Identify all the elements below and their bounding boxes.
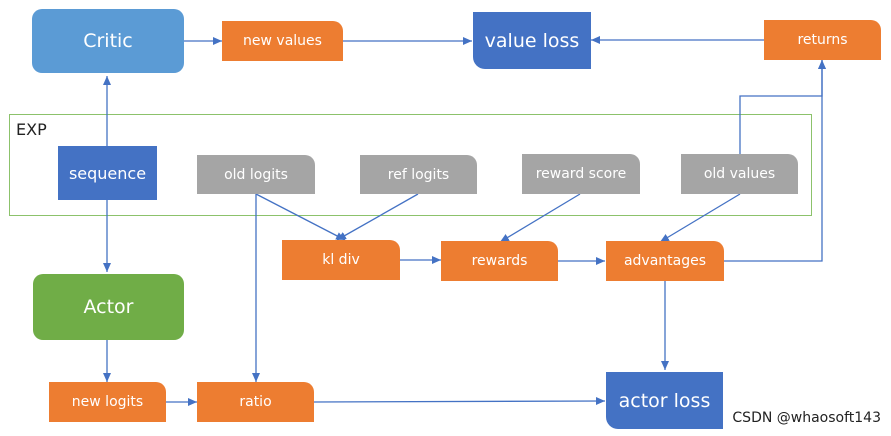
arrow-advantages-to-returns (724, 60, 826, 262)
kl-div-node: kl div (282, 240, 400, 280)
arrow-old-values-to-returns (739, 60, 826, 154)
new-values-node: new values (222, 21, 343, 61)
arrow-reward-score-to-rewards (499, 193, 581, 243)
ratio-node: ratio (197, 382, 314, 422)
reward-score-node: reward score (522, 154, 640, 194)
actor-loss-node: actor loss (606, 372, 723, 429)
arrow-old-values-to-advantages (659, 193, 741, 243)
watermark-text: CSDN @whaosoft143 (732, 410, 881, 426)
critic-node: Critic (32, 9, 184, 73)
arrow-ref-logits-to-kl-div (336, 193, 419, 241)
old-logits-node: old logits (197, 155, 315, 194)
advantages-node: advantages (606, 241, 724, 281)
ref-logits-node: ref logits (360, 155, 477, 194)
arrow-old-logits-to-kl-div (255, 193, 346, 241)
exp-group-box (9, 114, 812, 216)
actor-node: Actor (33, 274, 184, 340)
old-values-node: old values (681, 154, 798, 194)
exp-group-label: EXP (16, 120, 47, 139)
value-loss-node: value loss (473, 12, 591, 69)
new-logits-node: new logits (49, 382, 166, 422)
returns-node: returns (764, 20, 881, 60)
rewards-node: rewards (441, 241, 558, 281)
arrow-ratio-to-actor-loss (313, 397, 606, 406)
sequence-node: sequence (58, 146, 157, 200)
